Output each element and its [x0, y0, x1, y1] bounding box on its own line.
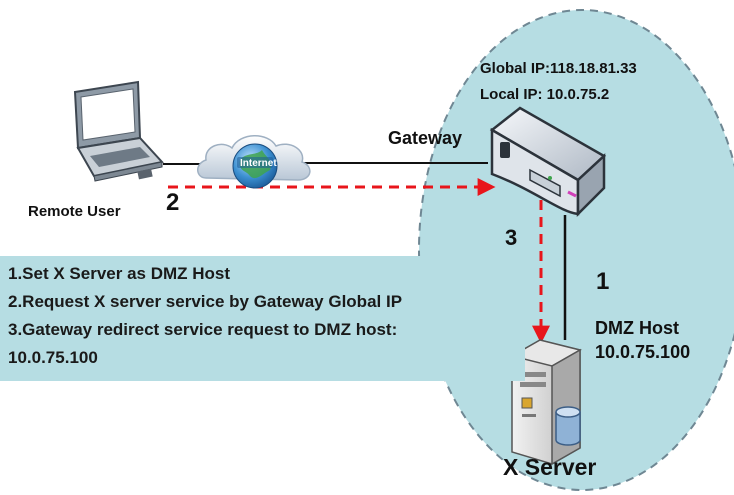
dmz-host-title: DMZ Host	[595, 318, 679, 338]
x-server-label: X Server	[503, 454, 597, 480]
internet-cloud-icon	[197, 135, 311, 189]
database-icon	[555, 406, 581, 446]
step-3-number: 3	[505, 225, 518, 250]
info-line-2: 2.Request X server service by Gateway Gl…	[8, 292, 403, 311]
gateway-global-ip-label: Global IP:118.18.81.33	[480, 60, 637, 77]
remote-user-label: Remote User	[28, 203, 121, 220]
internet-label: Internet	[240, 158, 277, 169]
gateway-router-icon	[489, 106, 607, 218]
laptop-icon	[73, 80, 164, 182]
info-box: 1.Set X Server as DMZ Host 2.Request X s…	[0, 256, 525, 381]
dmz-host-ip: 10.0.75.100	[595, 342, 691, 362]
gateway-local-ip-label: Local IP: 10.0.75.2	[480, 86, 610, 103]
gateway-label: Gateway	[388, 128, 463, 148]
info-line-3: 3.Gateway redirect service request to DM…	[8, 320, 398, 339]
info-line-4: 10.0.75.100	[8, 348, 98, 367]
step-1-number: 1	[596, 268, 610, 295]
info-line-1: 1.Set X Server as DMZ Host	[8, 264, 231, 283]
step-2-number: 2	[166, 189, 180, 216]
x-server-icon	[510, 339, 582, 466]
